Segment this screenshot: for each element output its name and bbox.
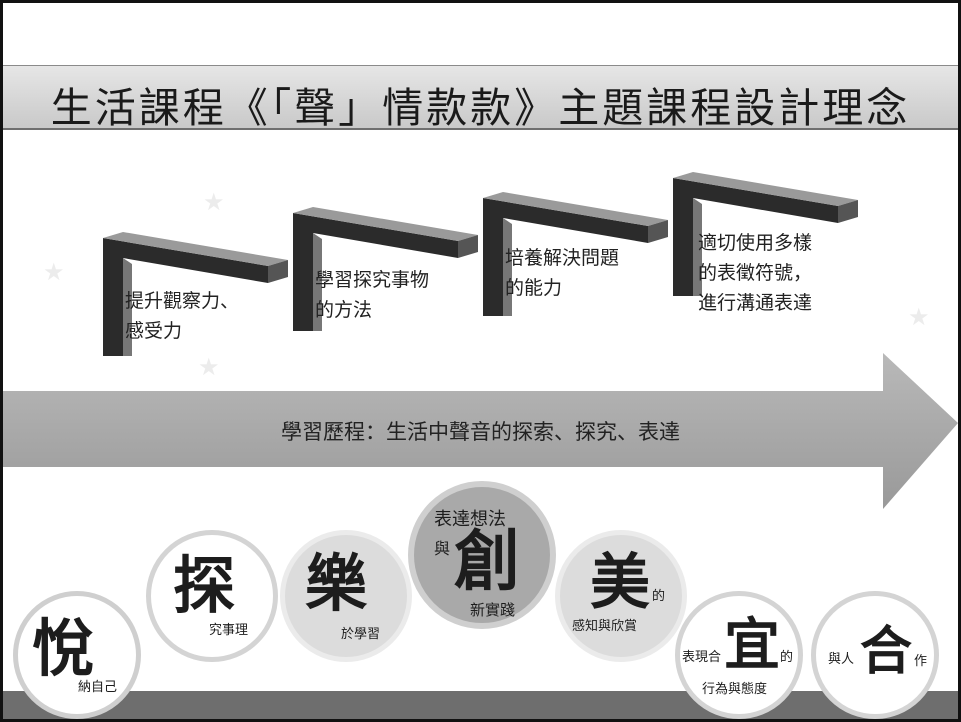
stair-step-4: [673, 172, 858, 296]
circle-7: 與人 合 作: [811, 591, 939, 719]
circle-3: 樂 於學習: [280, 530, 412, 662]
stair-text-2: 學習探究事物的方法: [315, 269, 430, 321]
stair-text-1: 提升觀察力、感受力: [125, 290, 240, 342]
star-decoration-icon: ★: [908, 303, 930, 331]
stair-step-2: [293, 207, 478, 331]
circle-4: 表達想法 與 創 新實踐: [408, 481, 556, 629]
star-decoration-icon: ★: [198, 353, 220, 381]
page-title: 生活課程《「聲」情款款》主題課程設計理念: [50, 84, 911, 132]
circle-2: 探 究事理: [146, 530, 278, 662]
title-bar: 生活課程《「聲」情款款》主題課程設計理念: [3, 65, 958, 132]
process-arrow: [3, 353, 958, 509]
process-label: 學習歷程：生活中聲音的探索、探究、表達: [281, 420, 680, 444]
footer-bar: [3, 691, 958, 719]
stair-step-1: [103, 232, 288, 356]
stair-text-3: 培養解決問題的能力: [505, 247, 620, 299]
circle-5: 美 的 感知與欣賞: [555, 530, 687, 662]
star-decoration-icon: ★: [203, 188, 225, 216]
circle-6: 表現合 宜 的 行為與態度: [675, 591, 803, 719]
stair-step-3: [483, 192, 668, 316]
star-decoration-icon: ★: [43, 258, 65, 286]
circle-1: 悅 納自己: [13, 591, 141, 719]
stair-text-4: 適切使用多樣的表徵符號，進行溝通表達: [698, 232, 813, 314]
